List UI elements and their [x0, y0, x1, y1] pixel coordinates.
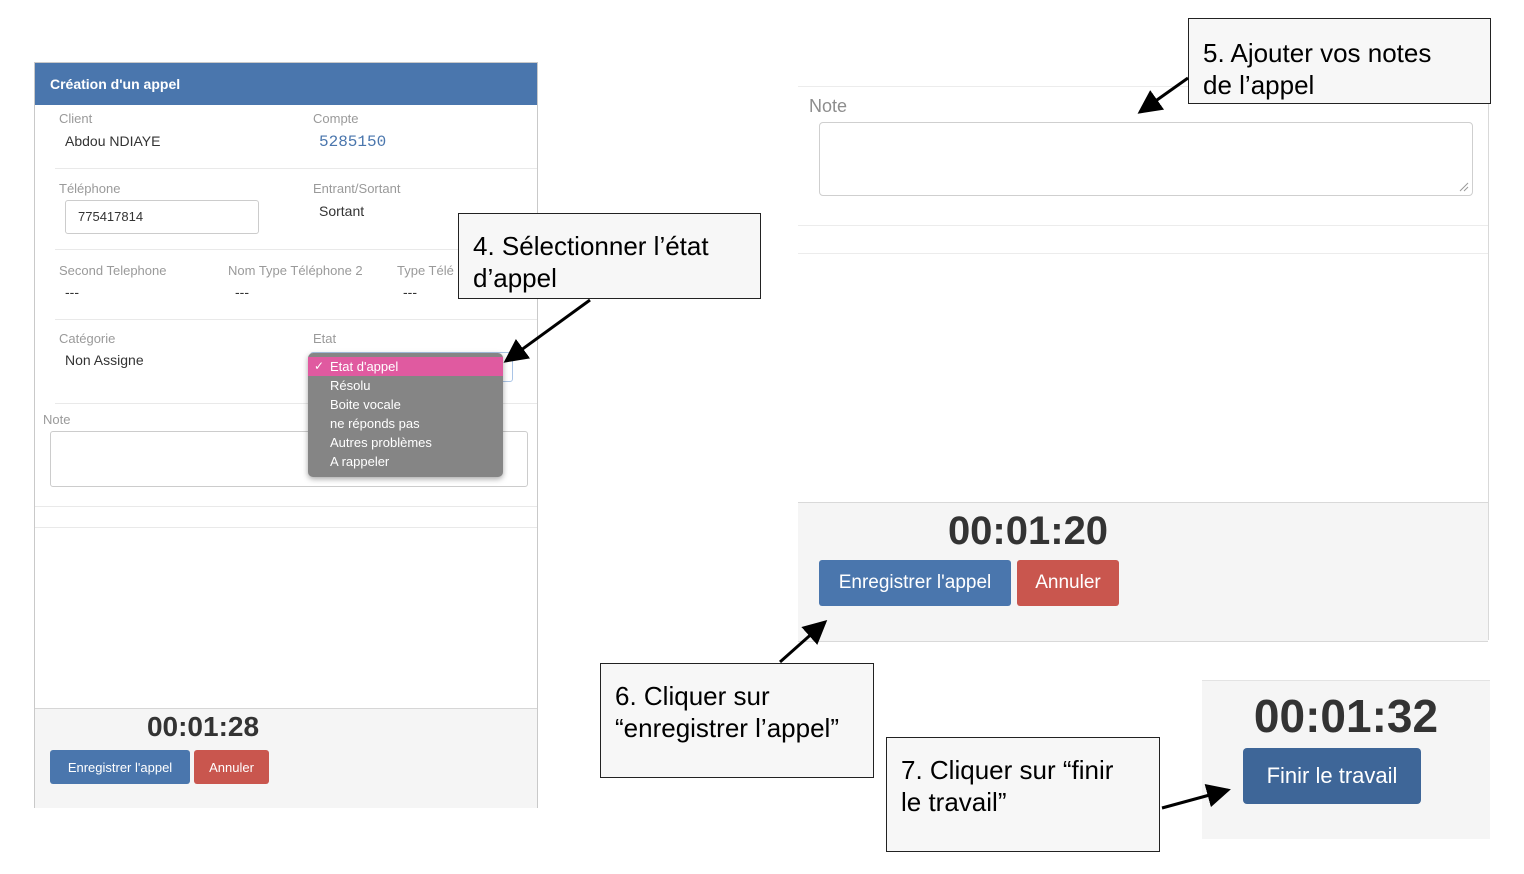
callout-step-6: 6. Cliquer sur “enregistrer l’appel” — [600, 663, 874, 778]
type-telephone-value: --- — [403, 284, 417, 300]
telephone-label: Téléphone — [59, 181, 121, 196]
call-timer: 00:01:20 — [947, 509, 1109, 553]
finish-work-button[interactable]: Finir le travail — [1243, 748, 1421, 804]
nom-type-telephone-value: --- — [235, 284, 249, 300]
call-footer: 00:01:28 Enregistrer l'appel Annuler — [35, 708, 537, 808]
callout-text: 5. Ajouter vos notes — [1203, 38, 1432, 68]
categorie-value: Non Assigne — [65, 352, 144, 368]
divider — [35, 527, 537, 528]
telephone-input[interactable]: 775417814 — [65, 200, 259, 234]
cancel-button[interactable]: Annuler — [1017, 560, 1119, 606]
divider — [798, 86, 1488, 87]
checkmark-icon: ✓ — [314, 359, 325, 373]
arrow-step-7 — [1161, 783, 1231, 810]
client-label: Client — [59, 111, 93, 126]
callout-step-7: 7. Cliquer sur “finir le travail” — [886, 737, 1160, 852]
note-textarea[interactable] — [819, 122, 1473, 196]
divider — [35, 506, 537, 507]
note-textarea[interactable] — [50, 431, 528, 487]
second-telephone-label: Second Telephone — [59, 263, 167, 278]
finish-work-panel: 00:01:32 Finir le travail — [1202, 680, 1490, 839]
divider — [55, 403, 537, 404]
callout-text: 6. Cliquer sur — [615, 681, 770, 711]
second-telephone-value: --- — [65, 284, 79, 300]
nom-type-telephone-label: Nom Type Téléphone 2 — [228, 263, 363, 278]
note-label: Note — [43, 412, 71, 427]
type-telephone-label: Type Télé — [397, 263, 454, 278]
etat-label: Etat — [313, 331, 337, 346]
etat-dropdown-menu: ✓ Etat d'appel Résolu Boite vocale ne ré… — [308, 353, 503, 477]
option-label: Etat d'appel — [330, 359, 399, 374]
callout-text: 7. Cliquer sur “finir — [901, 755, 1114, 785]
callout-text: d’appel — [473, 263, 557, 293]
callout-step-5: 5. Ajouter vos notes de l’appel — [1188, 18, 1491, 104]
resize-handle-icon[interactable] — [1459, 182, 1469, 192]
note-label: Note — [809, 96, 848, 116]
entrant-sortant-label: Entrant/Sortant — [313, 181, 401, 196]
divider — [798, 225, 1488, 226]
callout-text: 4. Sélectionner l’état — [473, 231, 709, 261]
divider — [55, 168, 537, 169]
arrow-step-5 — [1137, 76, 1189, 114]
divider — [55, 249, 537, 250]
dropdown-option-autres-problemes[interactable]: Autres problèmes — [330, 435, 432, 450]
dropdown-option-a-rappeler[interactable]: A rappeler — [330, 454, 390, 469]
divider — [798, 253, 1488, 254]
dropdown-option-boite-vocale[interactable]: Boite vocale — [330, 397, 401, 412]
arrow-step-4 — [503, 298, 591, 363]
compte-link[interactable]: 5285150 — [319, 133, 387, 151]
call-footer: 00:01:20 Enregistrer l'appel Annuler — [798, 502, 1488, 642]
client-value: Abdou NDIAYE — [65, 133, 161, 149]
cancel-button[interactable]: Annuler — [194, 750, 269, 784]
callout-text: le travail” — [901, 787, 1007, 817]
callout-text: “enregistrer l’appel” — [615, 713, 839, 743]
callout-text: de l’appel — [1203, 70, 1315, 100]
save-call-button[interactable]: Enregistrer l'appel — [50, 750, 190, 784]
dropdown-option-ne-repond-pas[interactable]: ne réponds pas — [330, 416, 420, 431]
entrant-sortant-value: Sortant — [319, 203, 365, 219]
call-timer: 00:01:28 — [146, 711, 260, 742]
categorie-label: Catégorie — [59, 331, 116, 346]
panel-title: Création d'un appel — [35, 63, 537, 105]
dropdown-option-resolu[interactable]: Résolu — [330, 378, 371, 393]
dropdown-option-etat-appel[interactable]: ✓ Etat d'appel — [308, 357, 503, 376]
compte-label: Compte — [313, 111, 359, 126]
save-call-button[interactable]: Enregistrer l'appel — [819, 560, 1011, 606]
arrow-step-6 — [779, 620, 828, 664]
note-panel: Note 00:01:20 Enregistrer l'appel Annule… — [798, 86, 1489, 642]
call-creation-panel: Création d'un appel Client Abdou NDIAYE … — [34, 62, 538, 808]
work-timer: 00:01:32 — [1253, 690, 1439, 742]
divider — [55, 319, 537, 320]
callout-step-4: 4. Sélectionner l’état d’appel — [458, 213, 761, 299]
